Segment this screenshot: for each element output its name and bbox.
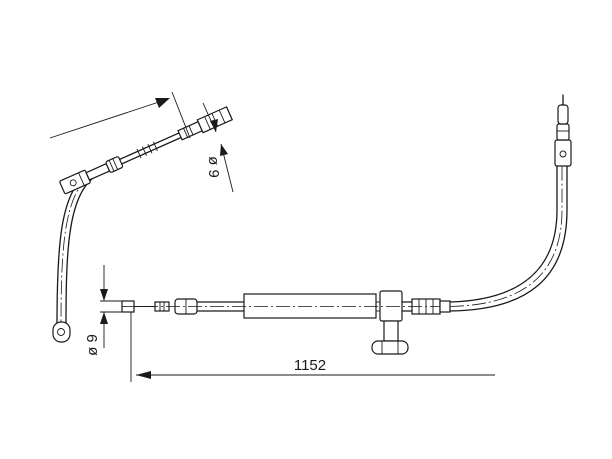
- overall-length-label: 1152: [294, 357, 326, 374]
- right-curved-cable: [449, 165, 568, 312]
- upper-diameter-dimension: [202, 102, 234, 193]
- mounting-grommet: [371, 340, 409, 355]
- overall-length-dimension: [130, 312, 495, 382]
- right-upper-end-fitting: [554, 94, 572, 167]
- upper-cable-end-clip: [177, 106, 234, 141]
- upper-left-end-fitting: [59, 169, 91, 195]
- upper-cable-segment: [85, 132, 182, 181]
- left-eyelet-end: [52, 321, 71, 343]
- upper-length-dimension: [49, 91, 191, 139]
- t-junction-fitting: [376, 290, 403, 342]
- upper-diameter-label: ø 9: [205, 156, 222, 178]
- left-diameter-label: ø 9: [84, 334, 101, 356]
- left-curved-cable: [56, 175, 94, 326]
- left-diameter-dimension: [100, 265, 122, 348]
- main-cable-left-section: [196, 301, 245, 312]
- cable-sleeve: [243, 293, 377, 319]
